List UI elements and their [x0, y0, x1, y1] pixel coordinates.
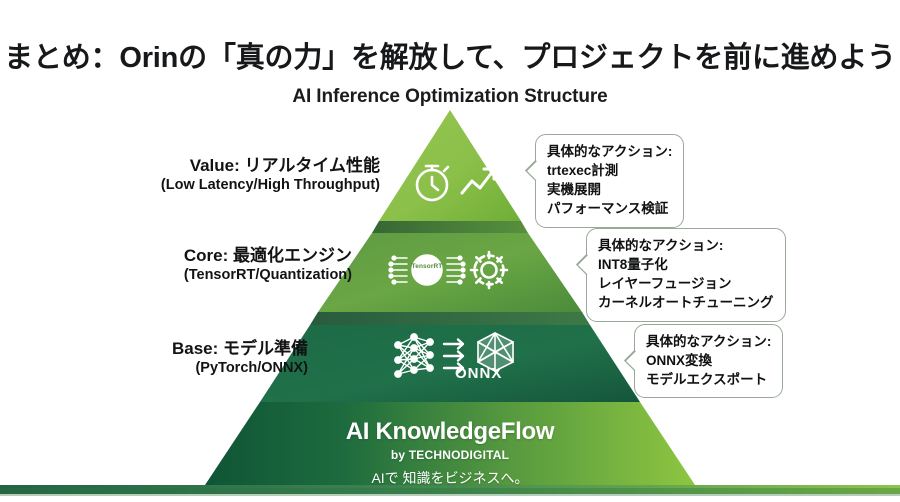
floor-strip-shape — [0, 485, 900, 494]
callout-value-heading: 具体的なアクション: — [547, 144, 673, 159]
tier-value-shadow — [372, 221, 528, 233]
callout-value-line-2: 実機展開 — [547, 182, 601, 198]
tensorrt-chip-label: TensorRT — [411, 263, 443, 270]
onnx-label: ONNX — [455, 365, 503, 382]
tier-core-shadow — [310, 312, 590, 325]
tier-label-base-sub: (PyTorch/ONNX) — [195, 360, 308, 377]
tier-label-core-sub: (TensorRT/Quantization) — [183, 267, 352, 284]
tier-label-base: Base: モデル準備 (PyTorch/ONNX) — [172, 338, 308, 377]
base-band-shape — [205, 402, 695, 485]
callout-value-line-1: trtexec計測 — [547, 163, 619, 179]
tier-label-core-main: Core: 最適化エンジン — [183, 246, 352, 265]
brand-tagline: AIで 知識をビジネスへ。 — [371, 470, 529, 486]
tier-core-shape — [318, 233, 582, 312]
tier-label-value-main: Value: リアルタイム性能 — [189, 156, 380, 175]
callout-value: 具体的なアクション: trtexec計測 実機展開 パフォーマンス検証 — [524, 134, 685, 228]
brand-name: AI KnowledgeFlow — [345, 418, 555, 445]
floor-strip-shadow — [0, 488, 900, 496]
callout-core-heading: 具体的なアクション: — [598, 238, 724, 253]
tier-label-value: Value: リアルタイム性能 (Low Latency/High Throug… — [161, 155, 380, 194]
tier-label-value-sub: (Low Latency/High Throughput) — [160, 177, 380, 194]
page-title: まとめ：Orinの「真の力」を解放して、プロジェクトを前に進めよう — [4, 42, 896, 74]
tier-base-shape — [260, 325, 640, 402]
callout-base-line-1: ONNX変換 — [646, 353, 713, 369]
callout-core-line-3: カーネルオートチューニング — [598, 295, 774, 311]
trend-up-arrow-icon — [460, 167, 496, 195]
neural-network-icon — [394, 333, 434, 378]
tier-value-shape — [379, 110, 521, 221]
gear-icon — [469, 250, 509, 290]
callout-core-line-1: INT8量子化 — [598, 257, 668, 273]
callout-core-line-2: レイヤーフュージョン — [598, 276, 732, 292]
callout-value-line-3: パフォーマンス検証 — [547, 201, 669, 217]
brand-byline: by TECHNODIGITAL — [390, 448, 510, 462]
page-subtitle: AI Inference Optimization Structure — [292, 86, 608, 107]
tensorrt-chip-icon — [388, 254, 466, 286]
stopwatch-icon — [415, 164, 450, 202]
tier-label-core: Core: 最適化エンジン (TensorRT/Quantization) — [184, 245, 352, 284]
callout-base-heading: 具体的なアクション: — [646, 334, 772, 349]
callout-base-line-2: モデルエクスポート — [646, 372, 768, 388]
callout-base: 具体的なアクション: ONNX変換 モデルエクスポート — [623, 324, 784, 399]
tier-label-base-main: Base: モデル準備 — [171, 339, 308, 358]
callout-core: 具体的なアクション: INT8量子化 レイヤーフュージョン カーネルオートチュー… — [575, 228, 786, 322]
